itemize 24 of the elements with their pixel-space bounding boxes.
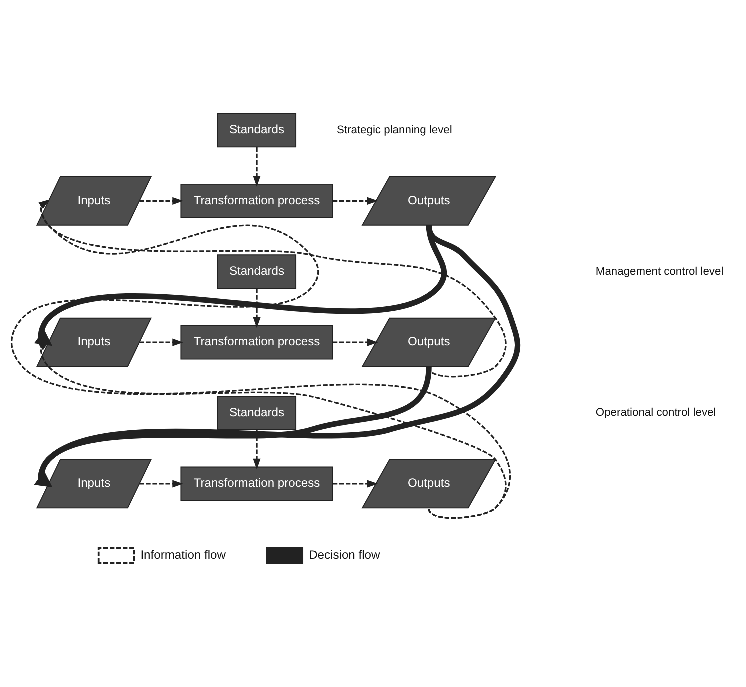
label: Management control level	[596, 266, 724, 278]
node-box: Transformation process	[180, 184, 334, 218]
arrow	[332, 197, 378, 205]
label: Strategic planning level	[337, 124, 452, 136]
arrow	[140, 197, 184, 205]
arrow	[253, 430, 261, 470]
node-box: Transformation process	[180, 466, 334, 502]
arrow	[140, 480, 184, 488]
arrow	[332, 480, 378, 488]
arrow	[38, 200, 507, 378]
arrow	[38, 341, 511, 520]
node-box: Standards	[217, 396, 297, 430]
legend-label: Decision flow	[309, 548, 380, 562]
arrow	[253, 147, 261, 187]
node-box: Standards	[217, 113, 297, 148]
arrow	[253, 288, 261, 328]
legend-label: Information flow	[140, 548, 226, 562]
arrow	[34, 224, 520, 488]
arrow	[332, 338, 378, 346]
node-box: Transformation process	[180, 325, 334, 360]
label: Operational control level	[596, 407, 716, 420]
arrow	[34, 366, 432, 488]
node-box: Standards	[217, 254, 297, 290]
arrow	[140, 338, 184, 346]
